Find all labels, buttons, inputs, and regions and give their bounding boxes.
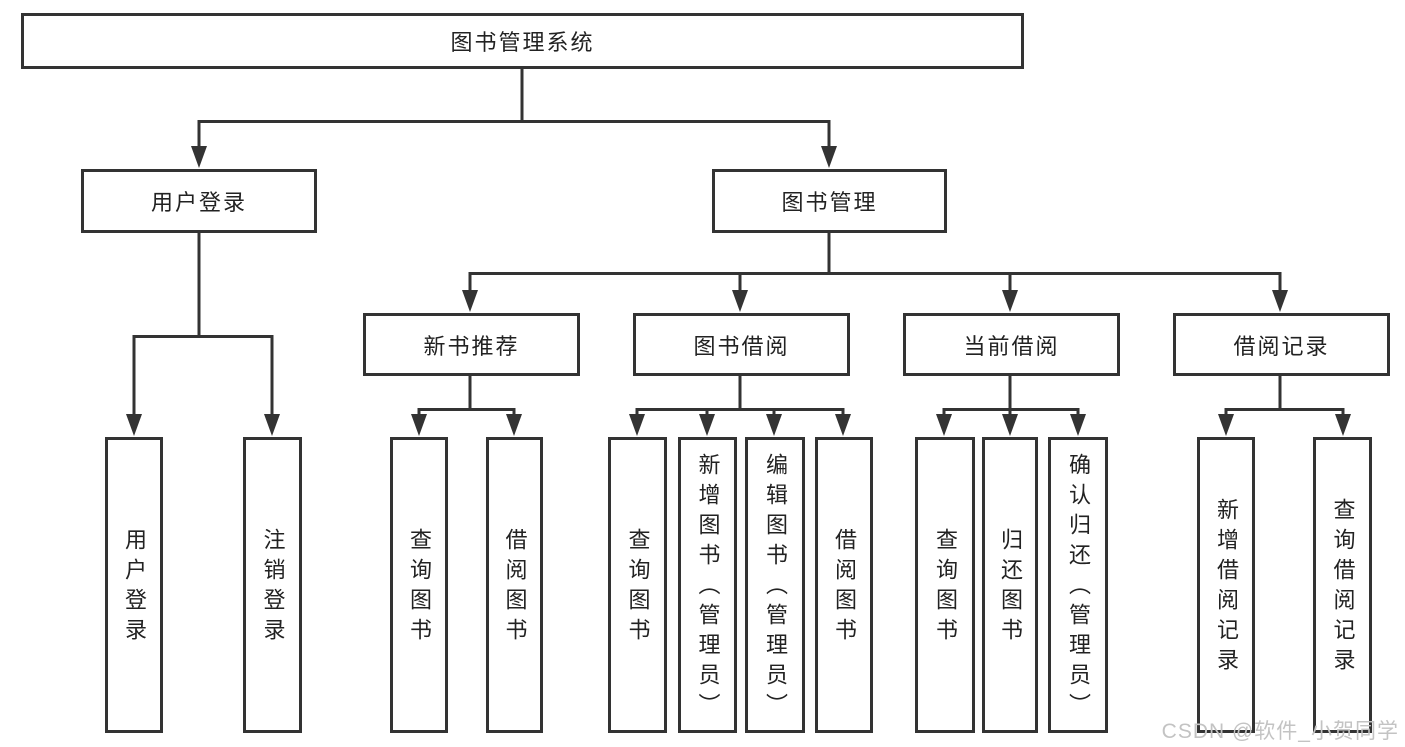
leaf-add-book-admin: 新增图书（管理员）	[678, 437, 737, 733]
leaf-borrow-query-books: 查询图书	[608, 437, 667, 733]
leaf-confirm-return-admin: 确认归还（管理员）	[1048, 437, 1108, 733]
node-book-borrow: 图书借阅	[633, 313, 850, 376]
node-current-borrow: 当前借阅	[903, 313, 1120, 376]
leaf-edit-book-admin: 编辑图书（管理员）	[745, 437, 805, 733]
leaf-recommend-borrow-books: 借阅图书	[486, 437, 543, 733]
watermark: CSDN @软件_小贺同学	[1161, 720, 1399, 743]
node-library-system: 图书管理系统	[21, 13, 1024, 69]
leaf-logout: 注销登录	[243, 437, 302, 733]
leaf-current-query-books: 查询图书	[915, 437, 975, 733]
node-book-management: 图书管理	[712, 169, 947, 233]
node-user-login: 用户登录	[81, 169, 317, 233]
node-borrow-records: 借阅记录	[1173, 313, 1390, 376]
leaf-user-login: 用户登录	[105, 437, 163, 733]
leaf-recommend-query-books: 查询图书	[390, 437, 448, 733]
leaf-return-books: 归还图书	[982, 437, 1038, 733]
leaf-add-borrow-record: 新增借阅记录	[1197, 437, 1255, 733]
node-new-book-recommend: 新书推荐	[363, 313, 580, 376]
leaf-borrow-books: 借阅图书	[815, 437, 873, 733]
leaf-query-borrow-record: 查询借阅记录	[1313, 437, 1372, 733]
